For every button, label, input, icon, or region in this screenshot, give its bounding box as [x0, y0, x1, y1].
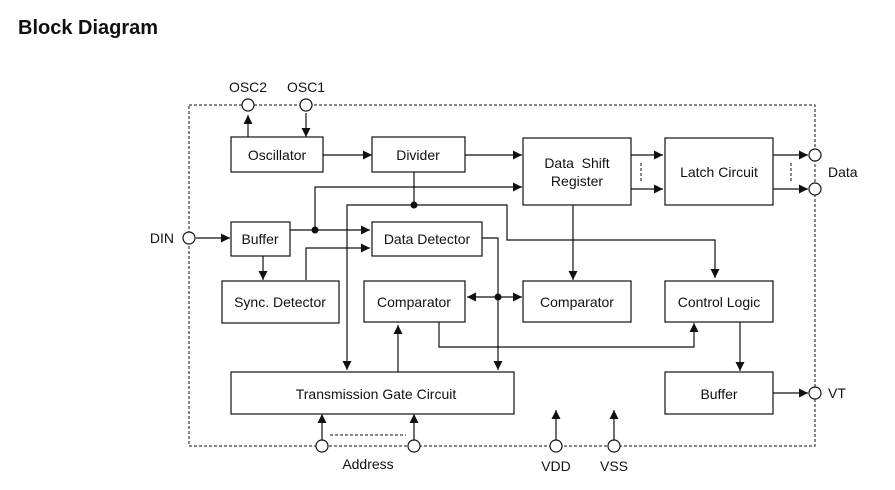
- wire-comparator-to-control: [438, 322, 699, 348]
- block-oscillator: Oscillator: [230, 136, 324, 173]
- pin-address: Address: [315, 439, 421, 472]
- block-latch-circuit: Latch Circuit: [664, 137, 774, 206]
- pin-vt: VT: [808, 385, 846, 401]
- wire-detector-to-tgate: [482, 237, 503, 370]
- wire-buffer-to-register: [314, 182, 522, 230]
- wires: [196, 113, 808, 441]
- wire-sync-to-detector: [305, 243, 370, 280]
- wire-divider-to-tgate: [342, 204, 414, 370]
- comparator-left-label: Comparator: [377, 294, 451, 310]
- transmission-gate-label: Transmission Gate Circuit: [296, 386, 457, 402]
- latch-label: Latch Circuit: [680, 164, 758, 180]
- chip-boundary: [188, 104, 816, 447]
- shift-register-label-2: Register: [551, 173, 603, 189]
- wire-divider-to-control: [414, 204, 720, 278]
- control-logic-label: Control Logic: [678, 294, 761, 310]
- pin-data: Data: [808, 148, 858, 196]
- block-transmission-gate: Transmission Gate Circuit: [230, 371, 515, 415]
- junction-dot: [410, 201, 418, 209]
- vdd-label: VDD: [541, 458, 571, 474]
- osc2-label: OSC2: [229, 79, 267, 95]
- comparator-right-label: Comparator: [540, 294, 614, 310]
- block-input-buffer: Buffer: [230, 221, 291, 257]
- divider-label: Divider: [396, 147, 440, 163]
- block-comparator-right: Comparator: [522, 280, 632, 323]
- block-divider: Divider: [371, 136, 466, 173]
- vss-label: VSS: [600, 458, 628, 474]
- block-comparator-left: Comparator: [363, 280, 466, 323]
- din-label: DIN: [150, 230, 174, 246]
- pin-osc2: OSC2: [229, 79, 267, 112]
- data-label: Data: [828, 164, 858, 180]
- input-buffer-label: Buffer: [241, 231, 278, 247]
- osc1-label: OSC1: [287, 79, 325, 95]
- pin-din: DIN: [150, 230, 196, 246]
- block-data-detector: Data Detector: [371, 221, 483, 257]
- sync-detector-label: Sync. Detector: [234, 294, 326, 310]
- page-title: Block Diagram: [18, 17, 159, 39]
- pin-vss: VSS: [600, 439, 628, 474]
- pin-vdd: VDD: [541, 439, 571, 474]
- oscillator-label: Oscillator: [248, 147, 307, 163]
- pin-osc1: OSC1: [287, 79, 325, 112]
- block-control-logic: Control Logic: [664, 280, 774, 323]
- output-buffer-label: Buffer: [700, 386, 737, 402]
- vt-label: VT: [828, 385, 846, 401]
- block-sync-detector: Sync. Detector: [221, 280, 340, 324]
- shift-register-label-1: Data Shift: [544, 155, 609, 171]
- junction-dot: [311, 226, 319, 234]
- block-output-buffer: Buffer: [664, 371, 774, 415]
- data-detector-label: Data Detector: [384, 231, 471, 247]
- block-shift-register: Data Shift Register: [522, 137, 632, 206]
- address-label: Address: [342, 456, 393, 472]
- junction-dot: [494, 293, 502, 301]
